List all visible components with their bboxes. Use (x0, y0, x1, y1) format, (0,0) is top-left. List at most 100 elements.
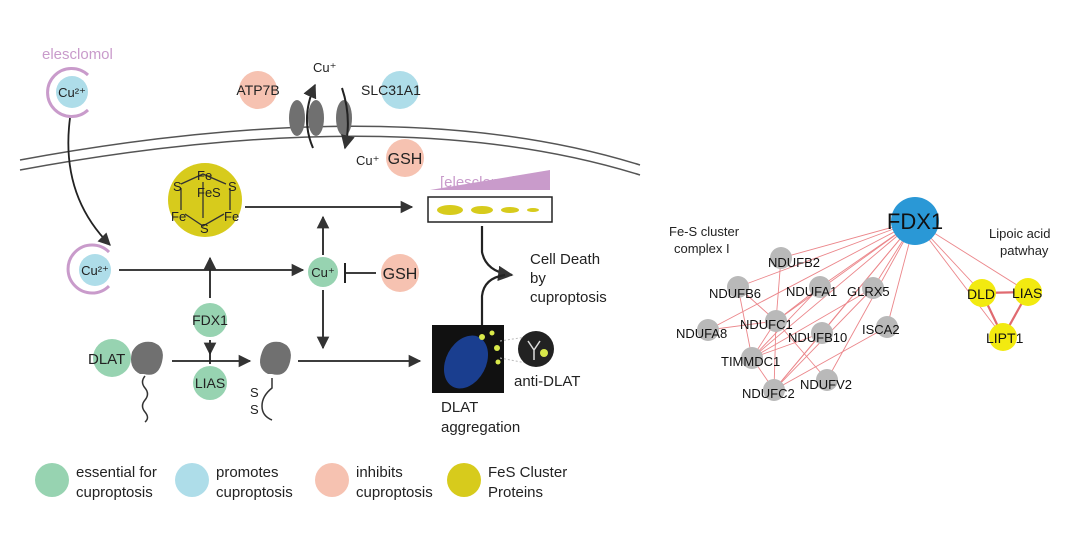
fdx1-left-label: FDX1 (192, 312, 228, 328)
aggregation-dot-4 (495, 359, 501, 365)
dlat-node (93, 339, 131, 377)
network-node-ndufa1 (809, 276, 831, 298)
network-node-lipt1 (989, 323, 1017, 351)
legend-essential-line-2: cuproptosis (76, 484, 153, 501)
network-node-ndufb10 (811, 322, 833, 344)
elesclomol-entry-arrow (67, 117, 111, 246)
cu2-top-label: Cu²⁺ (58, 85, 86, 100)
network-node-glrx5 (862, 277, 884, 299)
network-label-ndufv2: NDUFV2 (800, 377, 852, 392)
legend-swatch-promotes (175, 463, 209, 497)
aggregation-dot-2 (489, 330, 495, 336)
network-label-ndufb6: NDUFB6 (709, 286, 761, 301)
disulfide-loop (261, 378, 273, 421)
zoom-line-2 (499, 357, 527, 364)
pathway-panel: elesclomol Cu²⁺ ATP7B Cu⁺ SLC31A1 Cu⁺ GS… (19, 46, 641, 501)
group-complex-label-1: Fe-S cluster (669, 224, 740, 239)
fdx1-hub-node (891, 197, 939, 245)
cell-death-line-1: Cell Death (530, 251, 600, 268)
fes-fe-1: Fe (197, 168, 212, 183)
cell-death-line-2: by (530, 270, 546, 287)
anti-dlat-label: anti-DLAT (514, 373, 580, 390)
legend-swatch-essential (35, 463, 69, 497)
network-node-lias (1014, 278, 1042, 306)
cell-membrane-inner (19, 135, 641, 176)
disulfide-s-1: S (250, 385, 259, 400)
antibody-target-dot (540, 349, 548, 357)
gsh-mid-label: GSH (383, 266, 418, 283)
transporter-1 (289, 100, 305, 136)
legend-swatch-inhibits (315, 463, 349, 497)
fes-s-2: S (228, 179, 237, 194)
dlat-label: DLAT (88, 351, 125, 368)
group-lipoic-label-1: Lipoic acid (989, 226, 1050, 241)
aggregation-dot-1 (479, 334, 485, 340)
atp7b-label: ATP7B (236, 82, 279, 98)
lias-left-label: LIAS (195, 375, 225, 391)
fes-s-4: S (200, 221, 209, 236)
fdx1-left-node (193, 303, 227, 337)
legend-essential-line-1: essential for (76, 464, 157, 481)
fes-cluster-bonds (180, 173, 231, 227)
gsh-top-label: GSH (388, 151, 423, 168)
dlat-protein-shape (131, 341, 163, 375)
network-label-lias: LIAS (1012, 285, 1042, 301)
network-node-timmdc1 (741, 347, 763, 369)
fdx1-hub-label: FDX1 (887, 209, 943, 234)
cu-import-arrow (341, 87, 355, 150)
network-label-ndufa8: NDUFA8 (676, 326, 727, 341)
network-node-ndufa8 (697, 319, 719, 341)
antibody-icon (527, 340, 541, 360)
cu-plus-out-label: Cu⁺ (313, 60, 336, 75)
network-label-ndufb10: NDUFB10 (788, 330, 847, 345)
transporter-3 (336, 100, 352, 136)
cu-plus-mid-node (308, 257, 338, 287)
group-lipoic-label-2: patwhay (1000, 243, 1049, 258)
network-node-ndufb2 (770, 247, 792, 269)
transporter-2 (308, 100, 324, 136)
gsh-mid-node (381, 254, 419, 292)
elesclomol-ring-mid (66, 243, 111, 295)
network-label-ndufb2: NDUFB2 (768, 255, 820, 270)
anti-dlat-inset (518, 331, 554, 367)
network-label-dld: DLD (967, 286, 995, 302)
dlat-lipoyl-tail (141, 375, 149, 423)
lipoylated-dlat-shape (260, 341, 291, 375)
blot-band-2 (471, 206, 493, 214)
legend-promotes-line-1: promotes (216, 464, 279, 481)
network-label-ndufa1: NDUFA1 (786, 284, 837, 299)
elesclomol-ring-top (46, 67, 90, 118)
network-label-isca2: ISCA2 (862, 322, 900, 337)
legend-swatch-fes (447, 463, 481, 497)
legend-inhibits-line-2: cuproptosis (356, 484, 433, 501)
fes-fe-2: Fe (197, 185, 212, 200)
network-node-ndufc2 (763, 379, 785, 401)
cu-export-arrow (303, 83, 317, 149)
network-node-ndufb6 (727, 276, 749, 298)
network-label-ndufc1: NDUFC1 (740, 317, 793, 332)
fes-s-1: S (173, 179, 182, 194)
dlat-aggregation-line-2: aggregation (441, 419, 520, 436)
blot-band-4 (527, 208, 539, 212)
fes-fe-3: Fe (171, 209, 186, 224)
dlat-aggregation-line-1: DLAT (441, 399, 478, 416)
network-node-ndufc1 (765, 310, 787, 332)
cu2-mid-label: Cu²⁺ (81, 263, 109, 278)
network-label-lipt1: LIPT1 (986, 330, 1024, 346)
legend-fes-line-1: FeS Cluster (488, 464, 567, 481)
atp7b-node (239, 71, 277, 109)
aggregation-cell-nucleus (443, 335, 489, 389)
network-node-isca2 (876, 316, 898, 338)
cell-membrane-outer (19, 125, 641, 166)
fes-s-3: S (212, 185, 221, 200)
network-label-timmdc1: TIMMDC1 (721, 354, 780, 369)
legend-fes-line-2: Proteins (488, 484, 543, 501)
blot-band-3 (501, 207, 519, 213)
blot-to-death-arrow (480, 226, 514, 282)
zoom-line-1 (499, 336, 527, 342)
cell-death-line-3: cuproptosis (530, 289, 607, 306)
group-complex-label-2: complex I (674, 241, 730, 256)
aggregation-dot-3 (494, 345, 500, 351)
